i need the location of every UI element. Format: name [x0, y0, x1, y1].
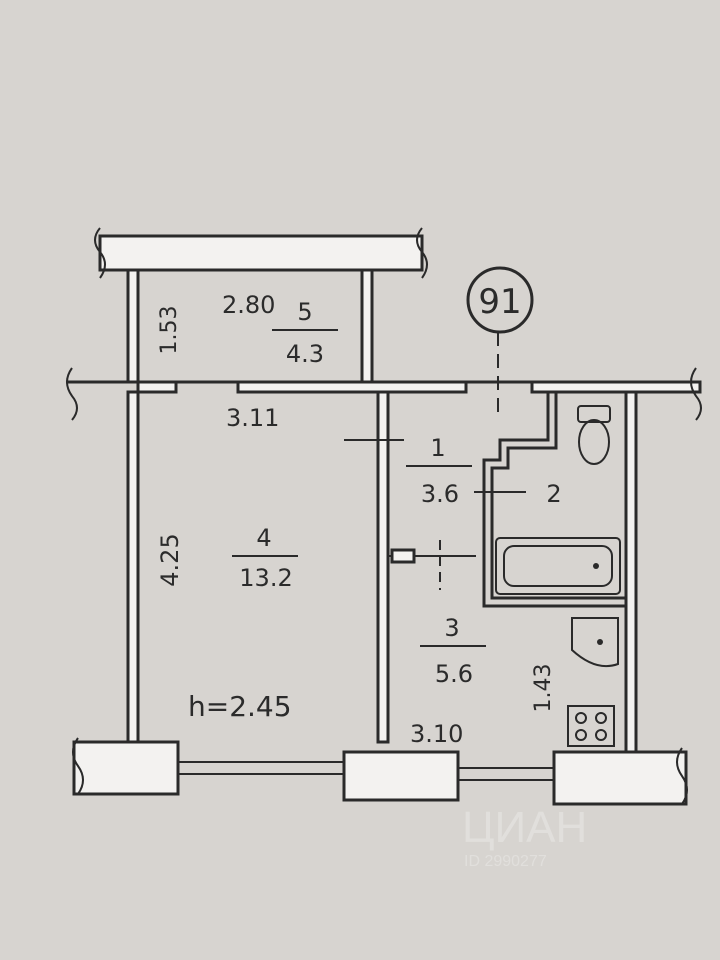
stove-burner [575, 729, 587, 741]
partition-wall [376, 390, 390, 744]
ceiling-height: h=2.45 [188, 690, 292, 723]
room4-width: 3.11 [226, 404, 279, 432]
bathtub-drain [593, 563, 599, 569]
stove-burner [595, 729, 607, 741]
break-mark-top-right [690, 367, 702, 421]
bottom-wall-right [552, 750, 688, 806]
left-wall [126, 390, 140, 744]
bathtub [495, 537, 621, 595]
room-5-id: 5 [297, 298, 312, 326]
room-3-id: 3 [444, 614, 459, 642]
right-wall [624, 390, 638, 754]
stove-burner [575, 712, 587, 724]
bottom-wall-left [72, 740, 180, 796]
balcony-width: 2.80 [222, 291, 275, 319]
door-jamb [390, 548, 416, 564]
room-1-area: 3.6 [421, 480, 459, 508]
balcony-depth: 1.53 [157, 306, 182, 355]
sink-drain [597, 639, 603, 645]
toilet-tank [577, 405, 611, 423]
break-mark-left [94, 227, 106, 279]
balcony-slab [98, 234, 424, 272]
top-wall-left [136, 380, 178, 394]
room-4-area: 13.2 [239, 564, 292, 592]
stove-burner [595, 712, 607, 724]
kitchen-width: 3.10 [410, 720, 463, 748]
room4-depth: 4.25 [156, 533, 184, 586]
bathroom-wall [482, 392, 626, 608]
kitchen-depth: 1.43 [531, 664, 556, 713]
room-2-id: 2 [546, 480, 561, 508]
balcony-right-post [360, 268, 374, 384]
bathroom-wall-inner [490, 392, 626, 600]
break-mark-top-left [66, 367, 78, 421]
break-mark-bottom-left [72, 737, 84, 795]
plan-ref: 91 [478, 282, 521, 322]
stove [567, 705, 615, 747]
top-wall-mid [236, 380, 468, 394]
watermark-id: ID 2990277 [464, 853, 547, 870]
room-4-id: 4 [256, 524, 271, 552]
bottom-wall-mid [342, 750, 460, 802]
plan-ref-circle [466, 266, 534, 334]
room-3-area: 5.6 [435, 660, 473, 688]
toilet-bowl [578, 419, 610, 465]
break-mark-right [416, 227, 428, 279]
sink [571, 617, 619, 668]
watermark: ЦИАН [462, 803, 587, 852]
top-wall-right [530, 380, 702, 394]
bathtub-inner [503, 545, 613, 587]
break-mark-bottom-right [676, 747, 688, 805]
room-5-area: 4.3 [286, 340, 324, 368]
balcony-left-post [126, 268, 140, 384]
room-1-id: 1 [430, 434, 445, 462]
